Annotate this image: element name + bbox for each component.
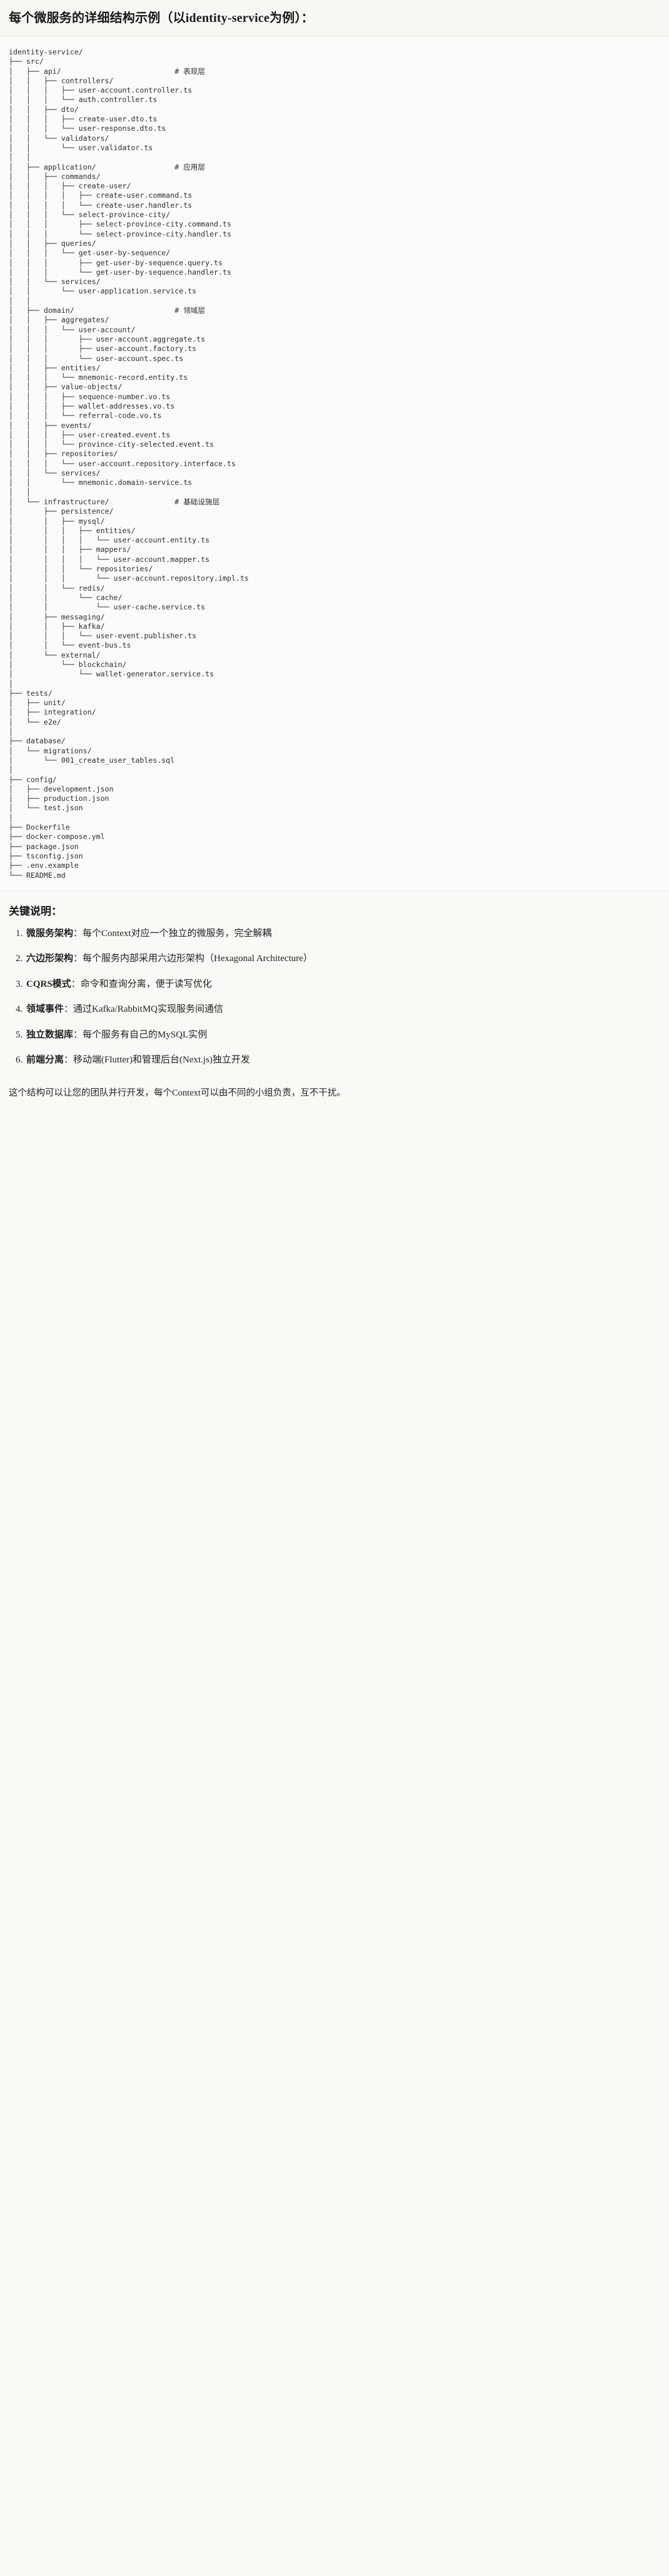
key-point-item: 微服务架构：每个Context对应一个独立的微服务，完全解耦 <box>25 927 660 941</box>
key-point-separator: ： <box>73 928 83 939</box>
key-point-separator: ： <box>71 979 81 989</box>
key-point-term: 前端分离 <box>26 1055 64 1066</box>
key-points-section: 关键说明： 微服务架构：每个Context对应一个独立的微服务，完全解耦六边形架… <box>0 891 669 1074</box>
key-point-description: 每个Context对应一个独立的微服务，完全解耦 <box>83 928 272 939</box>
header: 每个微服务的详细结构示例（以identity-service为例）： <box>0 0 669 36</box>
page-title: 每个微服务的详细结构示例（以identity-service为例）： <box>9 11 314 25</box>
key-point-separator: ： <box>64 1004 74 1015</box>
key-point-item: 领域事件：通过Kafka/RabbitMQ实现服务间通信 <box>25 1002 660 1017</box>
key-point-separator: ： <box>73 1029 83 1040</box>
directory-tree: identity-service/ ├── src/ │ ├── api/ # … <box>9 48 249 880</box>
key-point-separator: ： <box>73 954 83 964</box>
key-point-term: 微服务架构 <box>26 928 74 939</box>
key-point-description: 每个服务有自己的MySQL实例 <box>83 1029 208 1040</box>
page-root: 每个微服务的详细结构示例（以identity-service为例）： ident… <box>0 0 669 1111</box>
key-point-term: 独立数据库 <box>26 1029 74 1040</box>
key-point-item: 前端分离：移动端(Flutter)和管理后台(Next.js)独立开发 <box>25 1053 660 1067</box>
key-point-description: 通过Kafka/RabbitMQ实现服务间通信 <box>73 1004 224 1015</box>
key-point-description: 命令和查询分离，便于读写优化 <box>80 979 212 989</box>
key-point-term: 领域事件 <box>26 1004 64 1015</box>
key-point-item: 独立数据库：每个服务有自己的MySQL实例 <box>25 1028 660 1042</box>
footer-note: 这个结构可以让您的团队并行开发，每个Context可以由不同的小组负责，互不干扰… <box>9 1087 346 1098</box>
key-point-item: CQRS模式：命令和查询分离，便于读写优化 <box>25 977 660 992</box>
key-point-separator: ： <box>64 1055 74 1066</box>
directory-tree-block: identity-service/ ├── src/ │ ├── api/ # … <box>0 36 669 891</box>
key-point-item: 六边形架构：每个服务内部采用六边形架构（Hexagonal Architectu… <box>25 952 660 966</box>
key-point-description: 每个服务内部采用六边形架构（Hexagonal Architecture） <box>83 954 313 964</box>
key-points-list: 微服务架构：每个Context对应一个独立的微服务，完全解耦六边形架构：每个服务… <box>9 927 660 1067</box>
key-point-description: 移动端(Flutter)和管理后台(Next.js)独立开发 <box>73 1055 250 1066</box>
key-point-term: 六边形架构 <box>26 954 74 964</box>
key-points-title: 关键说明： <box>9 905 62 917</box>
key-point-term: CQRS模式 <box>26 979 71 989</box>
